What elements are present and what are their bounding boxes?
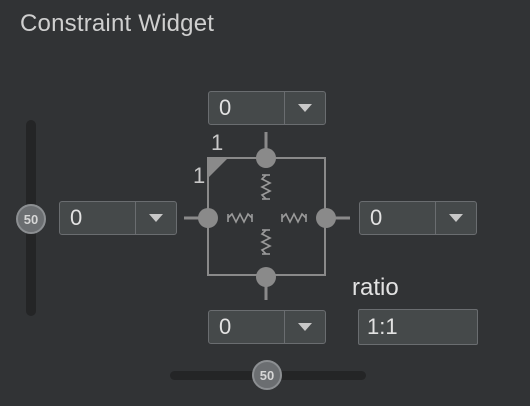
- right-margin-dropdown[interactable]: 0: [359, 201, 477, 235]
- chevron-down-icon: [149, 214, 163, 222]
- bottom-margin-value[interactable]: 0: [219, 314, 232, 339]
- top-spring-icon[interactable]: [260, 174, 272, 200]
- vertical-bias-knob[interactable]: 50: [16, 204, 46, 234]
- horizontal-bias-value: 50: [259, 367, 275, 383]
- chevron-down-icon: [298, 104, 312, 112]
- left-anchor-handle[interactable]: [198, 208, 218, 228]
- top-margin-value[interactable]: 0: [219, 95, 232, 120]
- right-spring-icon[interactable]: [281, 212, 307, 224]
- right-anchor-handle[interactable]: [316, 208, 336, 228]
- bottom-margin-dropdown-button[interactable]: [284, 311, 325, 343]
- horizontal-bias-knob[interactable]: 50: [252, 360, 282, 390]
- panel-title: Constraint Widget: [20, 10, 215, 37]
- vertical-bias-value: 50: [23, 211, 39, 227]
- top-margin-dropdown-button[interactable]: [284, 92, 325, 124]
- ratio-left-number: 1: [193, 163, 206, 188]
- top-margin-dropdown[interactable]: 0: [208, 91, 326, 125]
- chevron-down-icon: [449, 214, 463, 222]
- right-margin-value[interactable]: 0: [370, 205, 383, 230]
- chevron-down-icon: [298, 323, 312, 331]
- bottom-spring-icon[interactable]: [260, 229, 272, 255]
- ratio-input[interactable]: 1:1: [358, 309, 478, 345]
- left-margin-dropdown[interactable]: 0: [59, 201, 177, 235]
- left-margin-dropdown-button[interactable]: [135, 202, 176, 234]
- right-margin-dropdown-button[interactable]: [435, 202, 476, 234]
- bottom-anchor-handle[interactable]: [256, 267, 276, 287]
- left-spring-icon[interactable]: [227, 212, 253, 224]
- ratio-label: ratio: [352, 274, 399, 301]
- bottom-margin-dropdown[interactable]: 0: [208, 310, 326, 344]
- top-anchor-handle[interactable]: [256, 148, 276, 168]
- ratio-top-number: 1: [211, 130, 224, 155]
- aspect-ratio-corner-icon[interactable]: [208, 158, 228, 178]
- left-margin-value[interactable]: 0: [70, 205, 83, 230]
